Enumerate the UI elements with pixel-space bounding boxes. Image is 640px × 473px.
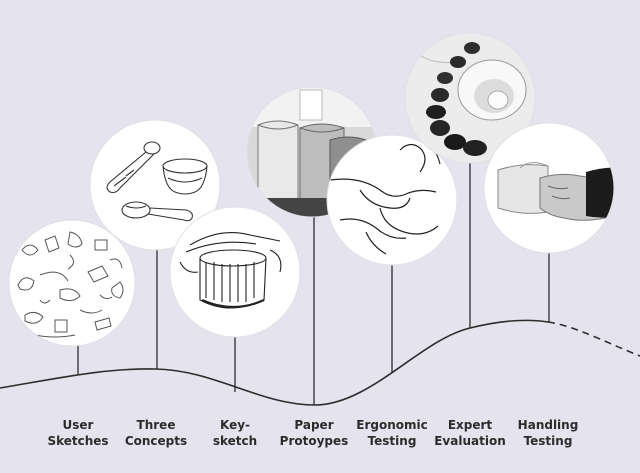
label-three-concepts-line1: Three — [136, 418, 176, 432]
label-expert-evaluation-line2: Evaluation — [434, 434, 506, 448]
label-key-sketch-line1: Key- — [219, 418, 251, 432]
label-ergonomic-testing-line2: Testing — [367, 434, 417, 448]
timeline-curve — [0, 319, 549, 406]
label-paper-prototypes: Paper Protoypes — [269, 417, 359, 449]
image-handling-testing — [483, 122, 615, 254]
label-expert-evaluation-line1: Expert — [447, 418, 493, 432]
label-user-sketches: User Sketches — [33, 417, 123, 449]
image-expert-evaluation — [404, 32, 536, 164]
label-ergonomic-testing-line1: Ergonomic — [356, 418, 428, 432]
label-handling-testing-line1: Handling — [517, 418, 579, 432]
timeline-curve-dashed — [547, 321, 640, 357]
label-paper-prototypes-line1: Paper — [294, 418, 334, 432]
label-handling-testing-line2: Testing — [523, 434, 573, 448]
label-user-sketches-line1: User — [62, 418, 94, 432]
label-handling-testing: Handling Testing — [503, 417, 593, 449]
image-user-sketches — [8, 219, 136, 347]
image-three-concepts — [89, 119, 221, 251]
label-paper-prototypes-line2: Protoypes — [279, 434, 349, 448]
label-three-concepts-line2: Concepts — [124, 434, 188, 448]
image-key-sketch — [169, 206, 301, 338]
label-user-sketches-line2: Sketches — [47, 434, 109, 448]
label-ergonomic-testing: Ergonomic Testing — [347, 417, 437, 449]
label-three-concepts: Three Concepts — [111, 417, 201, 449]
label-expert-evaluation: Expert Evaluation — [425, 417, 515, 449]
label-key-sketch-line2: sketch — [212, 434, 258, 448]
label-key-sketch: Key- sketch — [190, 417, 280, 449]
image-ergonomic-testing — [326, 134, 458, 266]
